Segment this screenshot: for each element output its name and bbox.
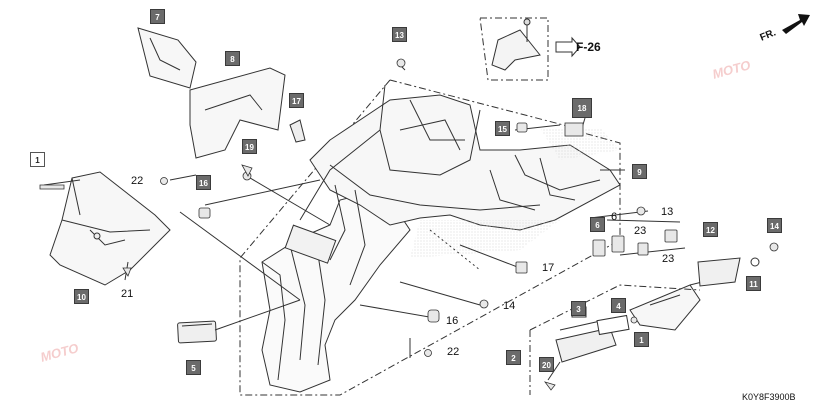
callout-16: 16 bbox=[446, 315, 459, 327]
part-tag-8: 8 bbox=[225, 51, 240, 66]
callout-14: 14 bbox=[503, 300, 516, 312]
callout-21: 21 bbox=[121, 288, 134, 300]
part-tag-17: 17 bbox=[289, 93, 304, 108]
part-tag-2: 2 bbox=[506, 350, 521, 365]
part-tag-13: 13 bbox=[392, 27, 407, 42]
part-tag-16: 16 bbox=[196, 175, 211, 190]
part-tag-6: 6 bbox=[590, 217, 605, 232]
part-tag-3: 3 bbox=[571, 301, 586, 316]
part-tag-15: 15 bbox=[495, 121, 510, 136]
reflector-5 bbox=[177, 320, 217, 344]
part-8-sheet bbox=[189, 67, 286, 159]
part-tag-1-outline: 1 bbox=[30, 152, 45, 167]
part-tag-1: 1 bbox=[634, 332, 649, 347]
callout-6: 6 bbox=[611, 211, 618, 223]
part-tag-10: 10 bbox=[74, 289, 89, 304]
diagram-code: K0Y8F3900B bbox=[742, 392, 796, 402]
callout-17: 17 bbox=[542, 262, 555, 274]
callout-23: 23 bbox=[634, 225, 647, 237]
part-tag-4: 4 bbox=[611, 298, 626, 313]
part-10-cover bbox=[49, 171, 171, 286]
callout-13: 13 bbox=[661, 206, 674, 218]
part-tag-18: 18 bbox=[572, 98, 592, 118]
callout-23-right: 23 bbox=[662, 253, 675, 265]
callout-22-lower: 22 bbox=[447, 346, 460, 358]
part-tag-19: 19 bbox=[242, 139, 257, 154]
part-tag-12: 12 bbox=[703, 222, 718, 237]
part-tag-7: 7 bbox=[150, 9, 165, 24]
reference-label: F-26 bbox=[576, 40, 601, 54]
part-tag-9: 9 bbox=[632, 164, 647, 179]
tail-light-3 bbox=[555, 327, 617, 363]
part-tag-11: 11 bbox=[746, 276, 761, 291]
callout-22: 22 bbox=[131, 175, 144, 187]
part-tag-14: 14 bbox=[767, 218, 782, 233]
part-tag-20: 20 bbox=[539, 357, 554, 372]
part-tag-5: 5 bbox=[186, 360, 201, 375]
